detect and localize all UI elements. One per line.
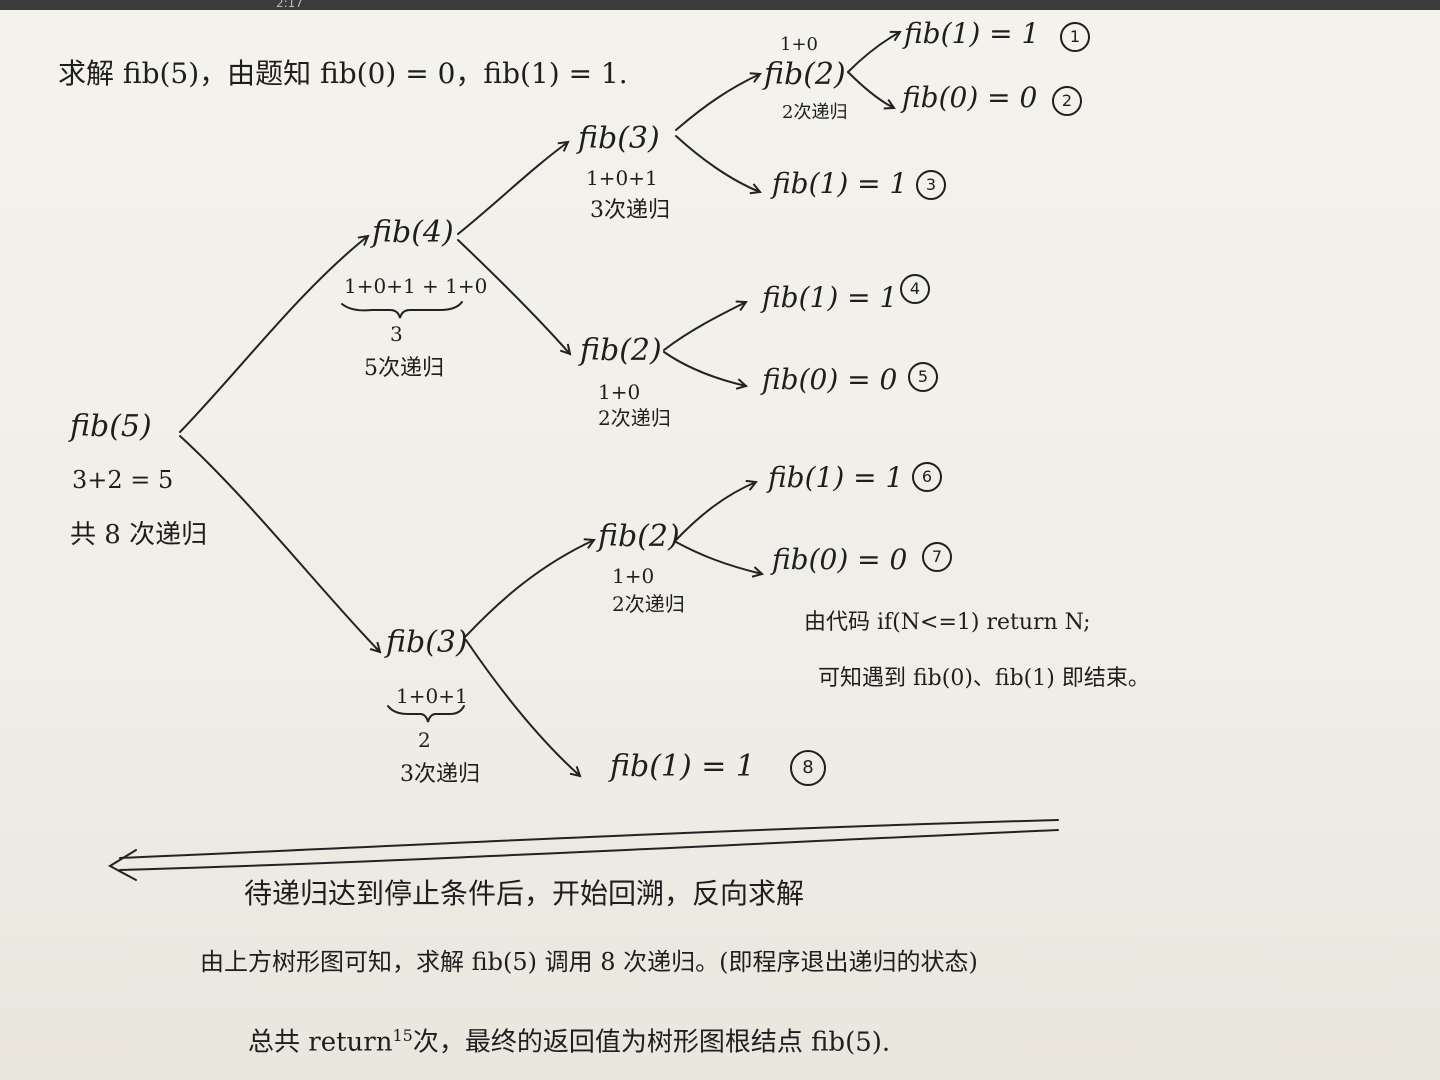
leaf-3-label: fib(1) = 1 bbox=[772, 167, 908, 200]
footer-line-3-rest: 次，最终的返回值为树形图根结点 fib(5). bbox=[412, 1027, 891, 1058]
leaf-2-badge: 2 bbox=[1052, 86, 1082, 116]
note-line-1: 由代码 if(N<=1) return N; bbox=[804, 610, 1091, 635]
edge-fib4-fib2 bbox=[457, 239, 570, 354]
edge-fib2-fib1-c bbox=[675, 482, 756, 541]
node-fib3-upper-sum: 1+0+1 bbox=[586, 166, 658, 190]
node-fib2-middle-sum: 1+0 bbox=[598, 380, 641, 404]
node-fib2-lower-sum: 1+0 bbox=[612, 564, 655, 588]
root-total-calls: 共 8 次递归 bbox=[70, 520, 208, 550]
leaf-4-badge: 4 bbox=[900, 274, 930, 304]
edge-fib3-fib2-c bbox=[465, 540, 594, 637]
edge-fib3-fib1 bbox=[675, 135, 760, 192]
footer-line-1: 待递归达到停止条件后，开始回溯，反向求解 bbox=[244, 877, 805, 910]
node-fib4-label: fib(4) bbox=[372, 215, 454, 250]
node-fib2-middle-count: 2次递归 bbox=[598, 406, 671, 430]
node-fib3-lower-label: fib(3) bbox=[386, 625, 468, 660]
leaf-4-label: fib(1) = 1 bbox=[762, 281, 898, 314]
leaf-3-badge: 3 bbox=[916, 170, 946, 200]
footer-line-3-superscript: 15 bbox=[392, 1026, 413, 1045]
node-fib3-lower-count: 3次递归 bbox=[400, 762, 480, 787]
leaf-1-label: fib(1) = 1 bbox=[904, 17, 1040, 50]
node-fib2-top-sum: 1+0 bbox=[780, 34, 818, 55]
top-edge bbox=[0, 0, 1440, 10]
top-edge-text: 2:17 bbox=[276, 0, 303, 10]
edge-fib2-fib0-b bbox=[663, 351, 746, 386]
root-node-sum: 3+2 = 5 bbox=[72, 466, 174, 494]
node-fib2-lower-label: fib(2) bbox=[598, 519, 680, 554]
note-line-2: 可知遇到 fib(0)、fib(1) 即结束。 bbox=[818, 666, 1150, 691]
leaf-2-label: fib(0) = 0 bbox=[902, 81, 1038, 114]
node-fib2-top-label: fib(2) bbox=[764, 57, 846, 92]
footer-line-3-prefix: 总共 return bbox=[248, 1027, 393, 1058]
node-fib3-upper-count: 3次递归 bbox=[590, 198, 670, 223]
footer-line-3: 总共 return15次，最终的返回值为树形图根结点 fib(5). bbox=[248, 1028, 890, 1056]
root-node-label: fib(5) bbox=[70, 409, 152, 444]
brace-fib4 bbox=[341, 301, 463, 319]
leaf-7-label: fib(0) = 0 bbox=[772, 543, 908, 576]
leaf-5-badge: 5 bbox=[908, 362, 938, 392]
backtrack-arrowhead bbox=[107, 849, 137, 881]
footer-line-2: 由上方树形图可知，求解 fib(5) 调用 8 次递归。(即程序退出递归的状态) bbox=[200, 948, 978, 976]
leaf-5-label: fib(0) = 0 bbox=[762, 363, 898, 396]
node-fib2-lower-count: 2次递归 bbox=[612, 592, 685, 616]
leaf-8-label: fib(1) = 1 bbox=[610, 749, 756, 784]
leaf-6-badge: 6 bbox=[912, 462, 942, 492]
edge-fib2-fib0-c bbox=[675, 541, 762, 574]
edge-fib5-fib4 bbox=[179, 236, 368, 433]
node-fib4-subtotal: 3 bbox=[390, 322, 403, 346]
edge-fib3-fib1-c bbox=[465, 639, 580, 776]
backtrack-arrow-top bbox=[119, 819, 1059, 859]
node-fib2-middle-label: fib(2) bbox=[580, 333, 662, 368]
node-fib3-lower-sum: 1+0+1 bbox=[396, 684, 468, 708]
page-title: 求解 fib(5)，由题知 fib(0) = 0，fib(1) = 1. bbox=[58, 57, 628, 90]
node-fib4-sum: 1+0+1 + 1+0 bbox=[344, 274, 488, 298]
leaf-8-badge: 8 bbox=[790, 750, 826, 786]
edge-fib2-fib1-b bbox=[663, 302, 746, 351]
edge-fib3-fib2 bbox=[675, 74, 760, 131]
leaf-7-badge: 7 bbox=[922, 542, 952, 572]
node-fib4-count: 5次递归 bbox=[364, 356, 444, 381]
edge-fib4-fib3 bbox=[457, 142, 568, 235]
edge-fib2-fib0-a bbox=[847, 71, 894, 108]
edge-fib2-fib1-a bbox=[847, 32, 900, 73]
leaf-1-badge: 1 bbox=[1060, 22, 1090, 52]
brace-fib3 bbox=[387, 705, 465, 723]
leaf-6-label: fib(1) = 1 bbox=[768, 461, 904, 494]
node-fib3-upper-label: fib(3) bbox=[578, 121, 660, 156]
backtrack-arrow-bottom bbox=[119, 829, 1059, 871]
node-fib3-lower-subtotal: 2 bbox=[418, 728, 431, 752]
node-fib2-top-count: 2次递归 bbox=[782, 102, 848, 123]
edge-fib5-fib3 bbox=[179, 435, 380, 652]
